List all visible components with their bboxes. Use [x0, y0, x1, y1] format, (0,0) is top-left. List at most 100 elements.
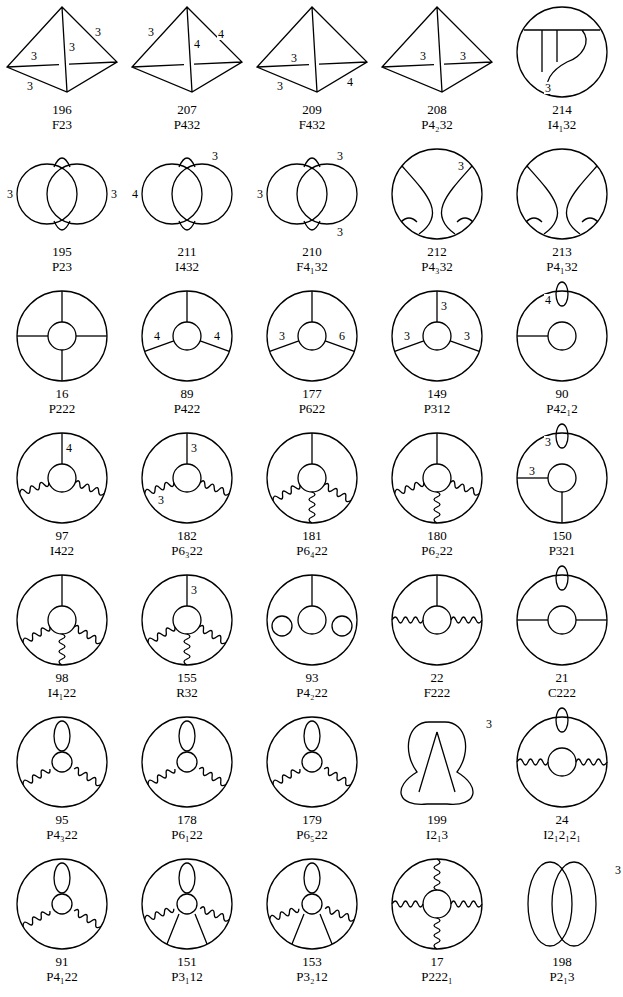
order-label: 3 [485, 718, 493, 730]
group-number: 211 [177, 245, 196, 258]
space-group-symbol: I4₁22 [48, 686, 76, 699]
graph-figure [17, 717, 107, 807]
group-number: 150 [552, 529, 572, 542]
space-group-symbol: I2₁2₁2₁ [543, 828, 580, 841]
graph-figure [267, 717, 357, 807]
space-group-symbol: P321 [549, 544, 576, 557]
order-label: 3 [403, 330, 411, 342]
order-label: 3 [68, 41, 76, 53]
link-figure [142, 158, 232, 230]
order-label: 3 [6, 188, 14, 200]
graph-figure [142, 291, 232, 381]
graph-figure [142, 433, 232, 523]
group-number: 196 [52, 103, 72, 116]
group-number: 198 [552, 955, 572, 968]
space-group-symbol: P6₄22 [296, 544, 327, 557]
graph-figure [517, 424, 607, 523]
graph-figure [392, 291, 482, 381]
order-label: 3 [290, 52, 298, 64]
order-label: 3 [190, 442, 198, 454]
order-label: 3 [276, 80, 284, 92]
space-group-symbol: P4₃22 [46, 828, 77, 841]
space-group-symbol: P6₅22 [296, 828, 327, 841]
group-number: 98 [56, 671, 69, 684]
group-number: 208 [427, 103, 447, 116]
graph-figure [517, 708, 607, 807]
space-group-symbol: P222 [49, 402, 76, 415]
space-group-symbol: F222 [424, 686, 451, 699]
group-number: 177 [302, 387, 322, 400]
space-group-symbol: P6₂22 [421, 544, 452, 557]
group-number: 155 [177, 671, 197, 684]
space-group-symbol: C222 [548, 686, 576, 699]
group-number: 17 [431, 955, 444, 968]
group-number: 212 [427, 245, 447, 258]
group-number: 195 [52, 245, 72, 258]
group-number: 214 [552, 103, 572, 116]
group-number: 181 [302, 529, 322, 542]
space-group-symbol: I2₁3 [426, 828, 448, 841]
space-group-symbol: I4₁32 [548, 118, 576, 131]
graph-figure [517, 282, 607, 381]
order-label: 3 [463, 330, 471, 342]
link-figure [17, 158, 107, 230]
space-group-symbol: P4₂22 [296, 686, 327, 699]
tetrahedron [132, 7, 242, 92]
order-label: 3 [528, 465, 536, 477]
group-number: 22 [431, 671, 444, 684]
graph-figure [517, 566, 607, 665]
group-number: 213 [552, 245, 572, 258]
group-number: 149 [427, 387, 447, 400]
order-label: 3 [211, 150, 219, 162]
order-label: 4 [131, 188, 139, 200]
order-label: 4 [346, 76, 354, 88]
group-number: 179 [302, 813, 322, 826]
graph-figure [267, 575, 357, 665]
group-number: 199 [427, 813, 447, 826]
knot-figure [517, 7, 607, 97]
group-number: 24 [556, 813, 569, 826]
order-label: 3 [457, 160, 465, 172]
graph-figure [142, 717, 232, 807]
space-group-symbol: R32 [176, 686, 198, 699]
group-number: 89 [181, 387, 194, 400]
order-label: 6 [338, 330, 346, 342]
knot-figure [392, 149, 482, 239]
graph-figure [142, 575, 232, 665]
space-group-symbol: F4₁32 [296, 260, 327, 273]
tetrahedron [257, 7, 367, 92]
tetrahedron [382, 7, 492, 92]
order-label: 3 [190, 584, 198, 596]
order-label: 3 [459, 50, 467, 62]
order-label: 3 [336, 226, 344, 238]
space-group-symbol: P222₁ [421, 970, 452, 983]
order-label: 3 [419, 50, 427, 62]
group-number: 151 [177, 955, 197, 968]
group-number: 21 [556, 671, 569, 684]
group-number: 16 [56, 387, 69, 400]
order-label: 3 [157, 494, 165, 506]
group-number: 209 [302, 103, 322, 116]
knot-figure [401, 722, 473, 804]
space-group-symbol: P622 [299, 402, 326, 415]
tetrahedron [7, 7, 117, 92]
space-group-symbol: F23 [52, 118, 72, 131]
graph-figure [392, 575, 482, 665]
order-label: 3 [544, 82, 552, 94]
order-label: 4 [213, 330, 221, 342]
order-label: 4 [544, 294, 552, 306]
order-label: 3 [94, 26, 102, 38]
knot-figure [517, 149, 607, 239]
space-group-symbol: P4₃32 [421, 260, 452, 273]
space-group-symbol: F432 [299, 118, 326, 131]
order-label: 4 [65, 442, 73, 454]
graph-figure [392, 433, 482, 523]
group-number: 91 [56, 955, 69, 968]
space-group-symbol: P3₂12 [296, 970, 327, 983]
group-number: 178 [177, 813, 197, 826]
order-label: 3 [256, 188, 264, 200]
order-label: 4 [153, 330, 161, 342]
link-figure [267, 158, 357, 230]
space-group-symbol: I422 [50, 544, 74, 557]
